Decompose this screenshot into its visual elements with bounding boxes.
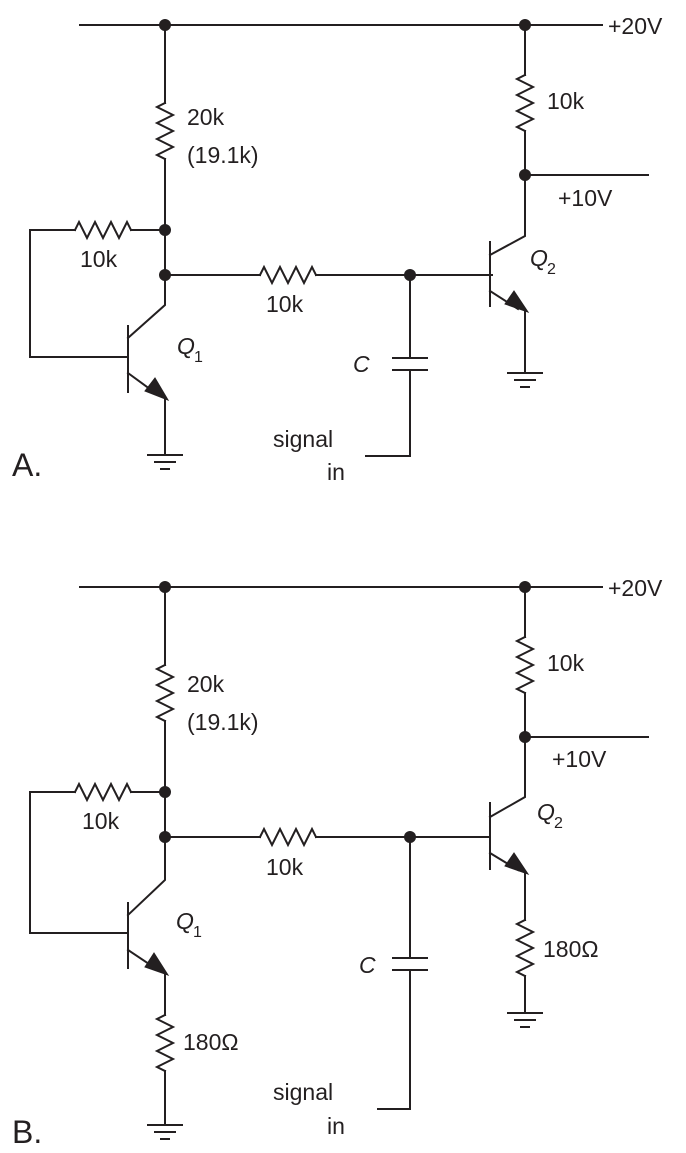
r-collector-label: 10k (547, 88, 585, 114)
resistor-series (258, 264, 318, 286)
r-feedback-label: 10k (82, 808, 120, 834)
signal-label-line1: signal (273, 1079, 333, 1105)
output-voltage-label: +10V (552, 746, 607, 772)
r-emitter-q1-label: 180Ω (183, 1029, 239, 1055)
transistor-q2 (488, 174, 530, 374)
transistor-q1 (126, 274, 170, 456)
emitter-arrow (504, 852, 530, 875)
wire (29, 229, 129, 358)
ground-symbol (147, 454, 183, 470)
transistor-q1 (126, 836, 170, 1016)
panel-label-b: B. (12, 1114, 42, 1150)
r-feedback-label: 10k (80, 246, 118, 272)
r-top-alt-label: (19.1k) (187, 142, 259, 168)
emitter-arrow (144, 377, 170, 401)
r-collector-label: 10k (547, 650, 585, 676)
wire (29, 791, 129, 934)
circuit-a: +20V 20k (19.1k) 10k 10k Q 1 (12, 13, 663, 485)
q1-label: Q (177, 333, 195, 359)
capacitor-label: C (359, 952, 376, 978)
wire (365, 369, 411, 457)
q2-subscript: 2 (554, 815, 563, 832)
r-emitter-q2-label: 180Ω (543, 936, 599, 962)
resistor-series (258, 826, 318, 848)
r-top-label: 20k (187, 671, 225, 697)
q2-label: Q (530, 245, 548, 271)
circuit-b: +20V 20k (19.1k) 10k 10k Q 1 180Ω (12, 575, 663, 1150)
resistor-feedback (73, 781, 133, 803)
r-series-label: 10k (266, 854, 304, 880)
resistor-collector (514, 73, 536, 133)
q1-subscript: 1 (194, 349, 203, 366)
r-top-label: 20k (187, 104, 225, 130)
r-series-label: 10k (266, 291, 304, 317)
q2-subscript: 2 (547, 261, 556, 278)
supply-voltage-label: +20V (608, 575, 663, 601)
resistor-feedback (73, 219, 133, 241)
signal-label-line1: signal (273, 426, 333, 452)
capacitor-label: C (353, 351, 370, 377)
ground-symbol (147, 1124, 183, 1140)
output-voltage-label: +10V (558, 185, 613, 211)
supply-voltage-label: +20V (608, 13, 663, 39)
q1-subscript: 1 (193, 924, 202, 941)
resistor-20k (154, 663, 176, 723)
ground-symbol (507, 1012, 543, 1028)
panel-label-a: A. (12, 447, 42, 483)
signal-label-line2: in (327, 1113, 345, 1139)
q1-label: Q (176, 908, 194, 934)
ground-symbol (507, 372, 543, 388)
r-top-alt-label: (19.1k) (187, 709, 259, 735)
resistor-collector (514, 635, 536, 695)
emitter-arrow (144, 952, 170, 976)
wire (377, 969, 411, 1110)
q2-label: Q (537, 799, 555, 825)
emitter-arrow (504, 290, 530, 313)
signal-label-line2: in (327, 459, 345, 485)
resistor-emitter-q1 (154, 1013, 176, 1073)
resistor-20k (154, 101, 176, 161)
transistor-q2 (488, 736, 530, 921)
resistor-emitter-q2 (514, 918, 536, 978)
